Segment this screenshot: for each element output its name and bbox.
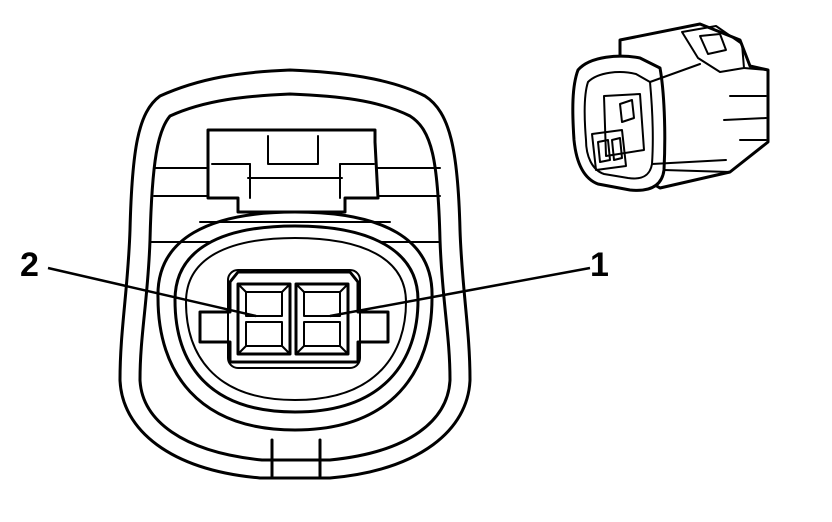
terminal-cavity-block — [198, 269, 390, 369]
leader-line-pin-2 — [47, 266, 257, 318]
latch — [206, 128, 380, 214]
callout-pin-1: 1 — [590, 246, 609, 284]
bottom-key-tab — [270, 438, 322, 478]
connector-inner-shell — [138, 92, 452, 462]
terminal-cavity-pin-1 — [294, 282, 350, 356]
terminal-cavity-pin-2 — [236, 282, 292, 356]
callout-pin-2: 2 — [20, 246, 39, 284]
connector-face-view: 2 1 — [20, 68, 609, 480]
leader-line-pin-1 — [329, 266, 591, 318]
connector-isometric-view — [571, 22, 770, 192]
